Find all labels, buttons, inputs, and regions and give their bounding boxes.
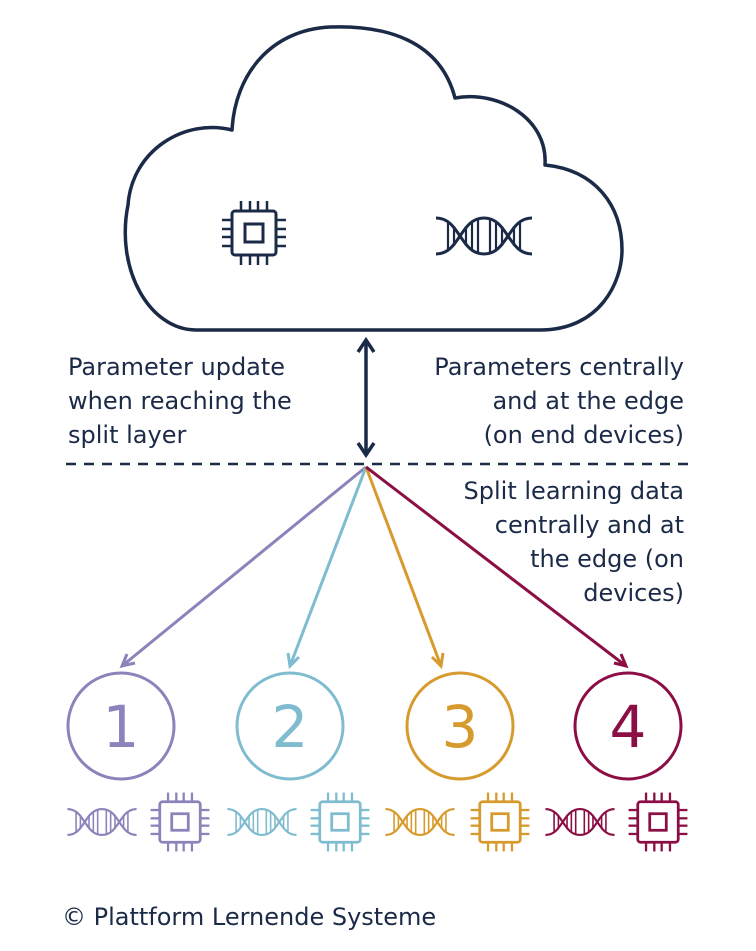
label-line: Parameter update	[68, 353, 286, 381]
chip-icon	[220, 199, 288, 267]
dna-icon	[434, 216, 534, 256]
arrow-to-node-1	[119, 465, 367, 669]
arrow-to-node-2	[286, 466, 368, 670]
copyright-notice: © Plattform Lernende Systeme	[62, 903, 437, 931]
dna-icon	[384, 807, 456, 837]
cloud-shape	[123, 25, 624, 332]
parameter-update-label: Parameter update when reaching the split…	[68, 350, 358, 452]
chip-icon	[309, 791, 371, 853]
chip-icon	[627, 791, 689, 853]
parameter-exchange-arrow	[356, 336, 376, 459]
label-line: Split learning data	[463, 477, 684, 505]
device-node-1: 1	[66, 671, 211, 853]
chip-icon	[469, 791, 531, 853]
device-node-2: 2	[226, 671, 371, 853]
label-line: devices)	[583, 579, 684, 607]
arrow-to-node-3	[364, 466, 445, 670]
dna-icon	[226, 807, 298, 837]
dna-icon	[66, 807, 138, 837]
label-line: centrally and at	[494, 511, 684, 539]
label-line: when reaching the	[68, 387, 292, 415]
label-line: the edge (on	[530, 545, 684, 573]
node-4-number: 4	[610, 693, 647, 761]
label-line: (on end devices)	[483, 421, 684, 449]
arrow-to-node-4	[365, 465, 629, 669]
chip-icon	[149, 791, 211, 853]
device-node-4: 4	[544, 671, 689, 853]
parameters-central-label: Parameters centrally and at the edge (on…	[384, 350, 684, 452]
device-node-3: 3	[384, 671, 531, 853]
dna-icon	[544, 807, 616, 837]
split-learning-label: Split learning data centrally and at the…	[384, 474, 684, 610]
node-1-number: 1	[103, 693, 140, 761]
label-line: Parameters centrally	[434, 353, 684, 381]
label-line: split layer	[68, 421, 187, 449]
node-3-number: 3	[442, 693, 479, 761]
label-line: and at the edge	[492, 387, 684, 415]
node-2-number: 2	[272, 693, 309, 761]
